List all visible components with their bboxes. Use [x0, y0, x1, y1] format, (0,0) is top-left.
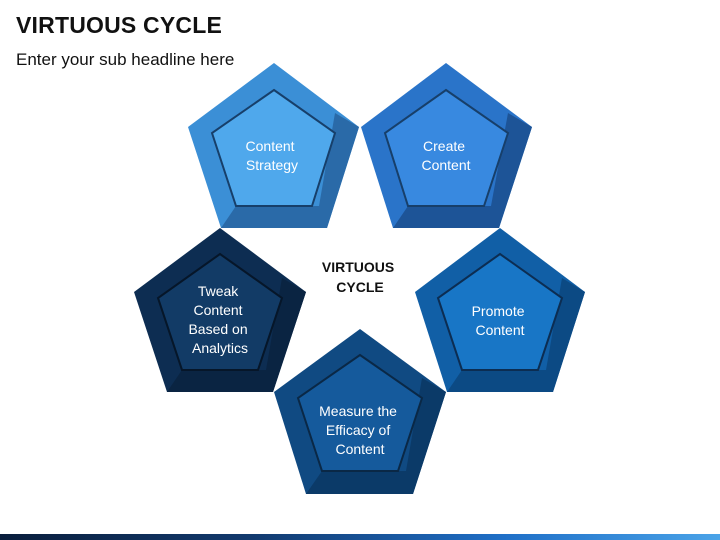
pentagon-shadow — [306, 378, 446, 494]
page-subtitle: Enter your sub headline here — [16, 50, 235, 69]
node-label: Measure the Efficacy of Content — [319, 403, 401, 457]
pentagon-inner — [296, 353, 424, 472]
center-label: VIRTUOUS CYCLE — [322, 259, 398, 295]
node-label: Promote Content — [472, 303, 529, 338]
pentagon-shadow — [393, 113, 532, 228]
pentagon-shadow — [447, 278, 585, 392]
pentagon-inner — [210, 88, 337, 207]
node-create-content: Create Content — [361, 63, 532, 228]
node-content-strategy: Content Strategy — [188, 63, 359, 228]
node-label: Tweak Content Based on Analytics — [188, 283, 251, 356]
node-tweak-content: Tweak Content Based on Analytics — [134, 228, 306, 392]
pentagon-inner — [436, 252, 564, 371]
node-label: Create Content — [421, 138, 470, 173]
pentagon-shadow — [167, 278, 306, 392]
bottom-accent-bar — [0, 534, 720, 540]
pentagon-shadow — [221, 113, 359, 228]
page-title: VIRTUOUS CYCLE — [16, 12, 222, 38]
node-label: Content Strategy — [246, 138, 299, 173]
pentagon-inner — [383, 88, 510, 207]
pentagon-inner — [156, 252, 284, 371]
node-measure-efficacy: Measure the Efficacy of Content — [274, 329, 446, 494]
node-promote-content: Promote Content — [415, 228, 585, 392]
